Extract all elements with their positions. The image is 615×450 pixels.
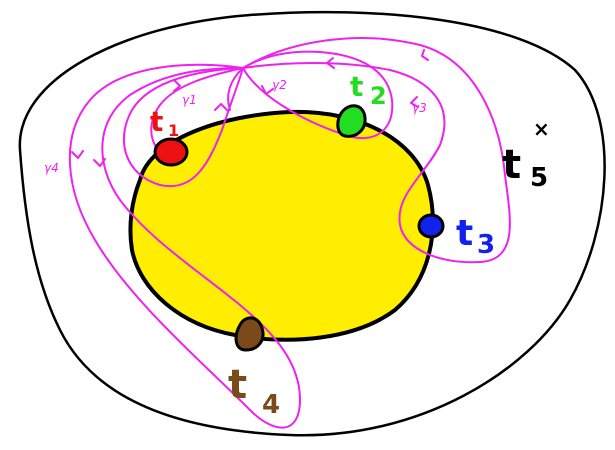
point-t3: t 3 <box>417 213 495 260</box>
point-t5-index: 5 <box>530 163 548 193</box>
point-t5: × t 5 <box>502 117 550 193</box>
loop-labels: γ1 γ2 γ3 γ4 <box>44 78 427 175</box>
label-gamma-3: γ3 <box>412 101 427 115</box>
label-gamma-2: γ2 <box>272 78 287 92</box>
point-t5-letter: t <box>502 142 521 188</box>
loop-gamma-2 <box>242 50 394 140</box>
arrow-gamma-2b <box>326 57 335 69</box>
loop-gamma-4 <box>68 63 301 429</box>
arrow-gamma-3 <box>421 49 429 61</box>
point-t1: t 1 <box>150 105 189 167</box>
point-t5-marker: × <box>533 117 550 141</box>
label-gamma-1: γ1 <box>182 93 197 107</box>
arrow-gamma-3b <box>410 96 419 108</box>
outer-region-boundary <box>18 10 606 437</box>
arrow-gamma-1b <box>214 103 228 111</box>
point-t3-letter: t <box>456 213 473 254</box>
point-t4-index: 4 <box>262 390 280 420</box>
point-t2-letter: t <box>350 70 363 103</box>
yellow-disk <box>128 109 435 342</box>
point-t2: t 2 <box>336 70 387 138</box>
point-t3-index: 3 <box>477 230 495 260</box>
point-t3-marker <box>417 213 445 239</box>
point-t2-index: 2 <box>370 82 387 110</box>
point-t1-index: 1 <box>168 121 179 140</box>
point-t4: t 4 <box>228 316 280 420</box>
arrow-gamma-2 <box>261 85 274 95</box>
arrow-gamma-4 <box>71 150 84 159</box>
loop-gamma-3 <box>242 37 511 264</box>
point-t2-marker <box>336 104 367 138</box>
arrow-gamma-1 <box>173 79 181 92</box>
point-t1-letter: t <box>150 105 163 138</box>
point-t4-letter: t <box>228 362 247 408</box>
loop-gamma-4-strand <box>227 67 244 111</box>
point-t1-marker <box>153 137 189 167</box>
label-gamma-4: γ4 <box>44 161 59 175</box>
point-t4-marker <box>234 316 265 352</box>
loop-gamma-1 <box>123 67 244 188</box>
arrow-gamma-4b <box>93 158 106 167</box>
